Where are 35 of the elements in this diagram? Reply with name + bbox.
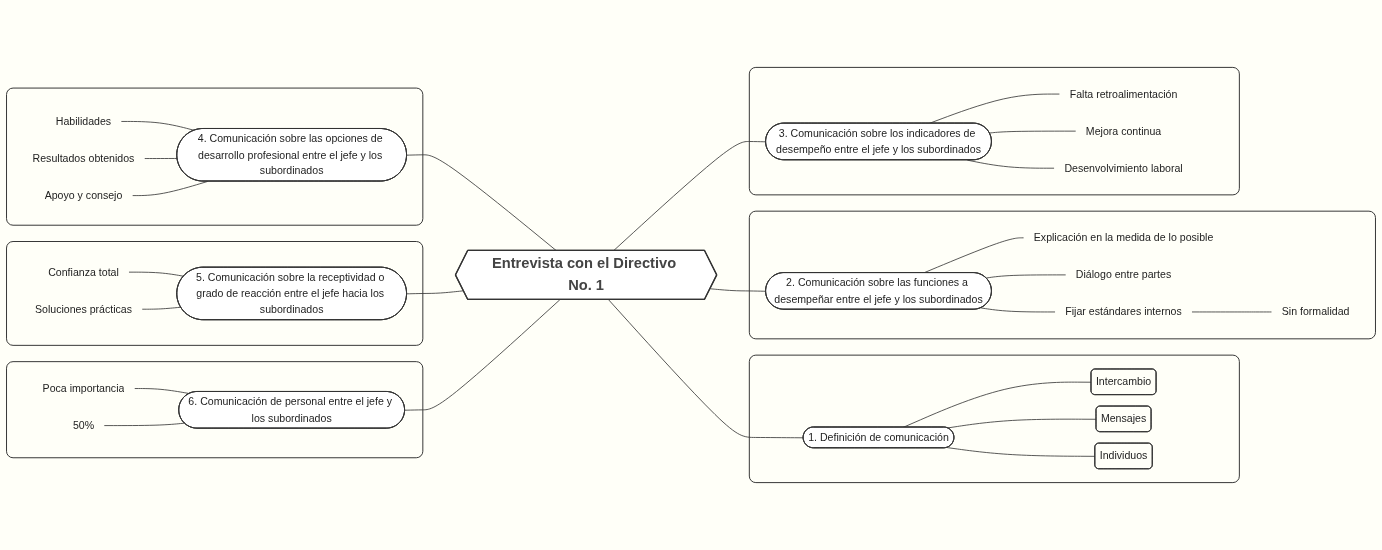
node-text: 50% xyxy=(72,419,95,432)
node-text: Diálogo entre partes xyxy=(1075,268,1172,281)
connector xyxy=(710,288,767,292)
connector xyxy=(989,130,1077,134)
node-text: Sin formalidad xyxy=(1281,305,1350,318)
connector xyxy=(608,299,804,439)
cluster xyxy=(748,210,1376,340)
connector xyxy=(946,418,1097,429)
connector xyxy=(966,159,1055,169)
connector xyxy=(141,306,182,310)
cluster xyxy=(6,241,424,346)
cluster xyxy=(6,87,424,226)
connector xyxy=(980,307,1056,313)
node-text: Poca importancia xyxy=(42,382,125,395)
connector xyxy=(613,141,767,252)
node-text: Falta retroalimentación xyxy=(1069,87,1178,100)
node-text: Mejora continua xyxy=(1085,124,1162,138)
node-text: Resultados obtenidos xyxy=(32,152,135,165)
node-text: Apoyo y consejo xyxy=(44,189,123,202)
node-text: Explicación en la medida de lo posible xyxy=(1033,231,1214,244)
connector xyxy=(406,290,464,295)
node-text: Soluciones prácticas xyxy=(34,302,133,316)
node-text: Desenvolvimiento laboral xyxy=(1064,161,1183,175)
cluster xyxy=(6,361,424,459)
connector xyxy=(985,274,1067,279)
connector xyxy=(946,447,1096,457)
connector xyxy=(406,154,557,252)
cluster xyxy=(748,66,1240,196)
connector xyxy=(143,158,178,159)
connector xyxy=(103,422,185,426)
connector xyxy=(404,299,561,411)
node-text: Confianza total xyxy=(48,265,119,279)
cluster xyxy=(748,354,1240,484)
node-text: Habilidades xyxy=(55,115,112,128)
node-text: Fijar estándares internos xyxy=(1065,305,1182,318)
